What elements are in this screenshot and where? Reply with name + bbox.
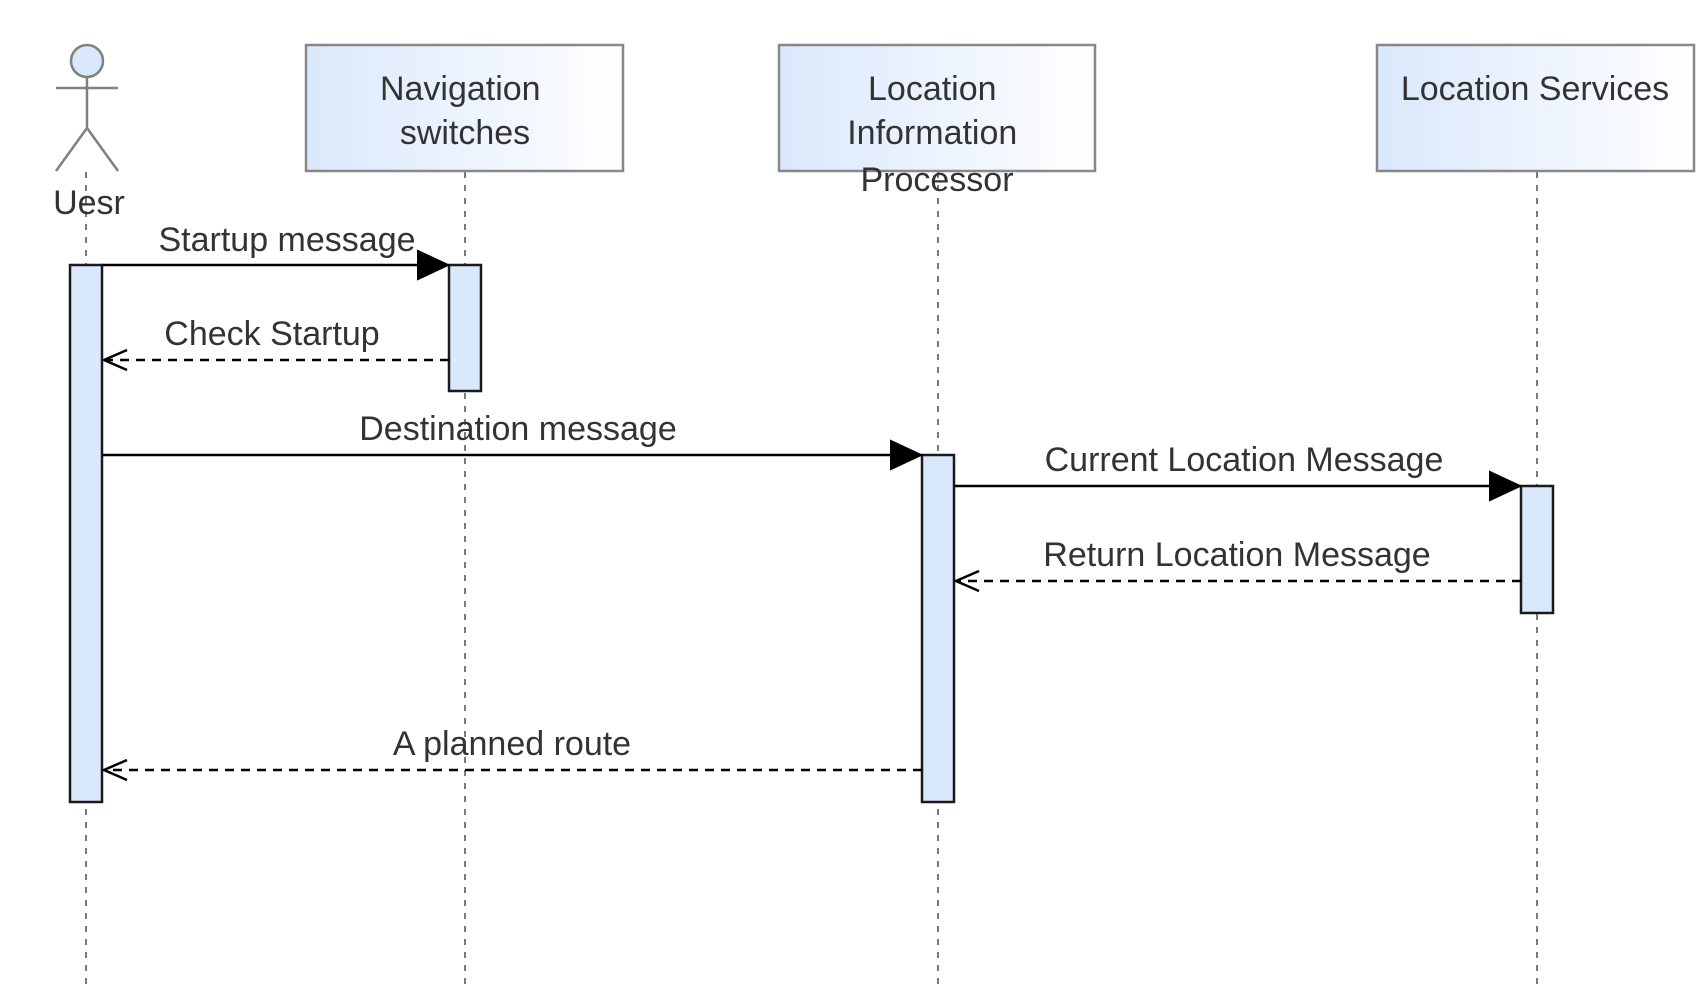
arrowhead-open [100,758,128,782]
actor-user: Uesr [53,43,125,222]
activation-bar-location-information-processor [920,453,956,804]
activation-bar-location-services [1519,484,1555,615]
participant-navigation-switches: Navigation switches [304,43,625,173]
participant-label-line: switches [400,114,530,152]
arrowhead-open [952,569,980,593]
message-label: Destination message [359,410,677,448]
message-check-startup: Check Startup [100,315,449,372]
message-label: Return Location Message [1043,536,1430,574]
participant-location-services: Location Services [1375,43,1696,173]
actor-right-leg [85,127,120,172]
participant-label: Navigation switches [380,70,550,152]
actor-label: Uesr [53,184,125,222]
participant-location-information-processor: Location Information Processor [777,43,1097,199]
message-destination: Destination message [102,410,924,471]
participant-label-line: Location Services [1401,70,1669,108]
participant-label-line: Processor [860,161,1013,199]
message-current-location: Current Location Message [954,441,1523,502]
arrowhead-filled [890,439,924,471]
message-label: A planned route [393,725,631,763]
participant-label: Location Services [1401,70,1669,108]
message-return-location: Return Location Message [952,536,1521,593]
activation-bar-user [68,263,104,804]
arrowhead-filled [1489,470,1523,502]
message-planned-route: A planned route [100,725,922,782]
participant-label-line: Information [847,114,1017,152]
arrowhead-open [100,348,128,372]
message-startup: Startup message [102,221,451,281]
actor-head [69,43,105,79]
participant-box [777,43,1097,173]
participant-box [1375,43,1696,173]
arrowhead-filled [417,249,451,281]
message-label: Current Location Message [1045,441,1444,479]
message-label: Startup message [158,221,415,259]
participant-box [304,43,625,173]
message-label: Check Startup [164,315,379,353]
actor-left-leg [54,127,89,172]
participant-label-line: Location [868,70,997,108]
activation-bar-navigation-switches [447,263,483,393]
participant-label: Location Information Processor [847,70,1027,199]
participant-label-line: Navigation [380,70,541,108]
